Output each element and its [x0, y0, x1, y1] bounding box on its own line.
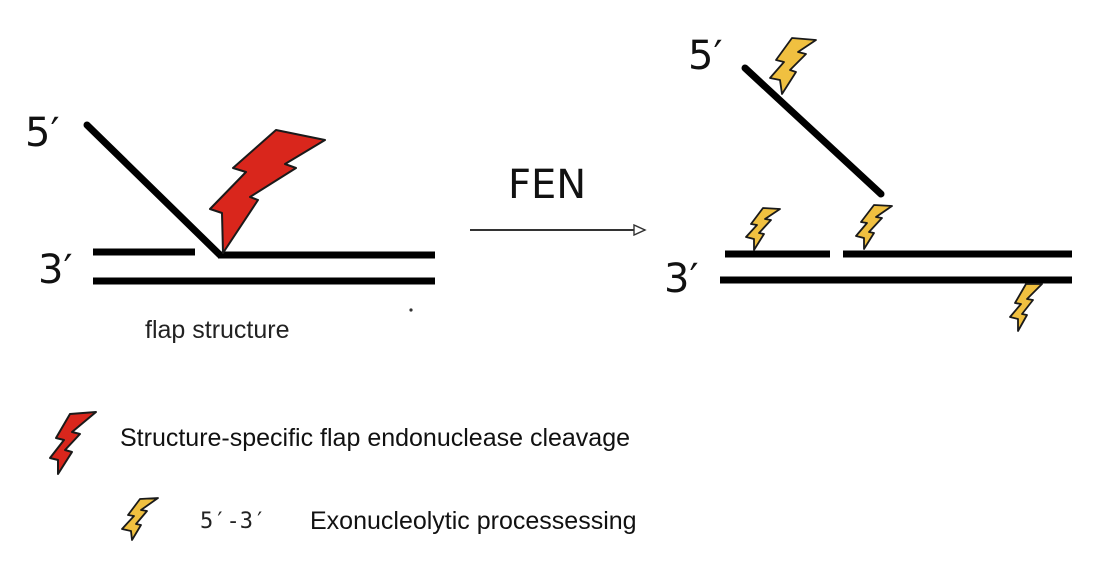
legend-exonuclease-prefix: 5′-3′	[200, 509, 267, 534]
red-lightning-bolt-icon	[209, 129, 326, 254]
legend-endonuclease-text: Structure-specific flap endonuclease cle…	[120, 424, 631, 452]
legend-yellow-lightning-bolt-icon	[121, 497, 159, 541]
legend-red-lightning-bolt-icon	[49, 411, 97, 475]
yellow-lightning-bolt-icon	[745, 207, 781, 251]
right-3-prime-label: 3′	[664, 256, 699, 302]
flap-structure-caption: flap structure	[145, 316, 290, 344]
left-5-prime-label: 5′	[25, 110, 60, 156]
cleaved-products	[720, 64, 1072, 284]
right-5-prime-label: 5′	[688, 33, 723, 79]
stray-dot	[409, 308, 413, 312]
fen-arrow-label: FEN	[508, 162, 587, 208]
yellow-lightning-bolt-icon	[769, 37, 817, 95]
legend-exonuclease-text: Exonucleolytic processessing	[310, 507, 637, 535]
flap-structure	[83, 121, 435, 312]
flap-strand	[83, 121, 224, 259]
yellow-lightning-bolt-icon	[855, 204, 893, 250]
yellow-lightning-bolt-icon	[1009, 283, 1043, 332]
left-3-prime-label: 3′	[38, 247, 73, 293]
released-flap-strand	[741, 64, 885, 198]
